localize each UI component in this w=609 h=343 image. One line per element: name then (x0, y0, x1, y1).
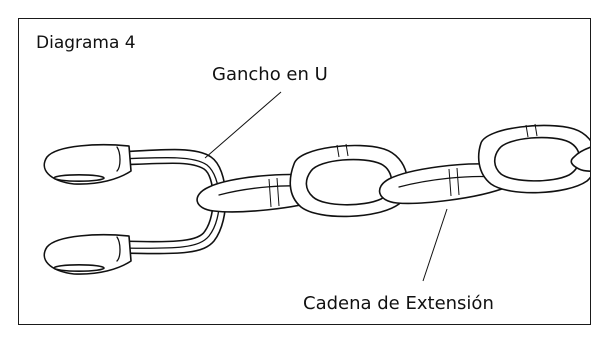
u-hook (43, 143, 227, 275)
u-hook-top-hole (53, 174, 105, 183)
hook-leader-line (204, 91, 282, 159)
u-hook-bottom-hole (53, 264, 105, 273)
chain-leader-line (422, 208, 448, 282)
chain-link-2 (289, 143, 409, 218)
extension-chain (196, 123, 590, 218)
u-hook-bottom-eye (43, 233, 132, 275)
u-hook-top-eye (43, 143, 132, 185)
label-u-hook: Gancho en U (212, 64, 328, 85)
chain-link-5 (570, 146, 590, 172)
diagram-frame: Diagrama 4 (18, 18, 591, 325)
chain-link-4 (477, 123, 590, 194)
chain-illustration (43, 91, 590, 282)
label-extension-chain: Cadena de Extensión (303, 293, 494, 314)
diagram-title: Diagrama 4 (36, 33, 136, 53)
